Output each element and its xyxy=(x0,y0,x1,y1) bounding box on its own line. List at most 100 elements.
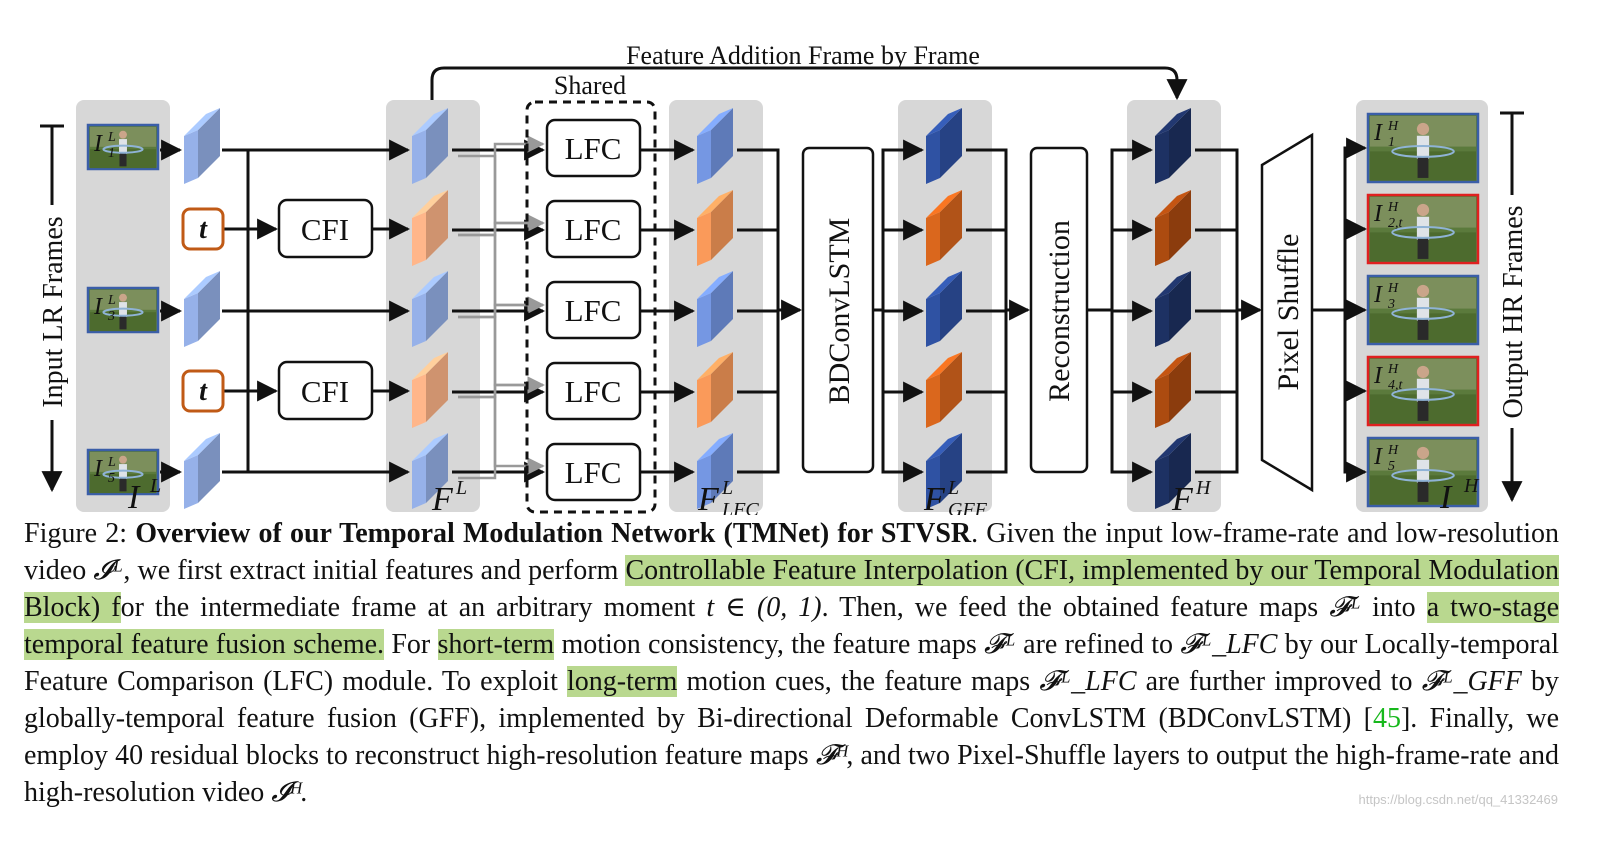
cfi-box-2: CFI xyxy=(277,360,374,421)
lfc-boxes: LFC LFC LFC LFC LFC xyxy=(545,118,642,502)
svg-text:1: 1 xyxy=(1388,135,1395,150)
hr-feature-cube xyxy=(1155,433,1191,509)
figure-caption: Figure 2: Overview of our Temporal Modul… xyxy=(24,518,1560,808)
svg-text:Output HR Frames: Output HR Frames xyxy=(1498,205,1529,418)
reconstruction-block: Reconstruction xyxy=(1029,146,1089,474)
svg-text:L: L xyxy=(947,477,959,499)
svg-text:LFC: LFC xyxy=(721,499,759,515)
wire xyxy=(1087,308,1154,483)
svg-text:I: I xyxy=(93,131,103,157)
svg-text:t: t xyxy=(199,376,208,407)
svg-text:GFF: GFF xyxy=(948,499,988,515)
wire xyxy=(873,308,925,483)
cfi-box-1: CFI xyxy=(277,198,374,259)
svg-text:I: I xyxy=(127,479,141,515)
svg-text:5: 5 xyxy=(108,471,115,486)
svg-text:1: 1 xyxy=(108,146,115,161)
svg-text:F: F xyxy=(1171,481,1194,515)
svg-text:3: 3 xyxy=(1387,297,1395,312)
svg-text:F: F xyxy=(431,481,454,515)
svg-text:CFI: CFI xyxy=(301,212,349,247)
lfc-box: LFC xyxy=(545,199,642,259)
feature-addition-arrow xyxy=(430,66,1188,101)
watermark: https://blog.csdn.net/qq_41332469 xyxy=(1358,792,1559,807)
lfc-feature-cube xyxy=(697,352,733,428)
highlight-long-term: long-term xyxy=(567,666,678,697)
svg-text:Pixel Shuffle: Pixel Shuffle xyxy=(1272,234,1305,391)
t-box-1: t xyxy=(181,207,225,251)
lfc-feature-cube xyxy=(697,271,733,347)
wire xyxy=(458,376,545,480)
svg-text:LFC: LFC xyxy=(565,131,622,166)
svg-text:F: F xyxy=(923,481,946,515)
svg-text:H: H xyxy=(1195,477,1212,499)
svg-text:Input LR Frames: Input LR Frames xyxy=(38,216,69,407)
svg-text:LFC: LFC xyxy=(565,293,622,328)
highlight-short-term: short-term xyxy=(437,629,555,660)
lfc-feature-cube xyxy=(697,433,733,509)
svg-text:CFI: CFI xyxy=(301,374,349,409)
citation-link[interactable]: 45 xyxy=(1372,703,1401,734)
feature-addition-label: Feature Addition Frame by Frame xyxy=(626,41,980,70)
svg-text:I: I xyxy=(93,294,103,320)
svg-text:H: H xyxy=(1463,475,1480,497)
feature-cube xyxy=(412,108,448,184)
svg-text:I: I xyxy=(1373,363,1383,389)
svg-text:BDConvLSTM: BDConvLSTM xyxy=(823,218,856,405)
caption-title: Overview of our Temporal Modulation Netw… xyxy=(135,518,972,549)
lfc-box: LFC xyxy=(545,361,642,421)
input-feature-cube xyxy=(184,271,220,347)
svg-text:H: H xyxy=(1387,443,1399,458)
pixel-shuffle-block: Pixel Shuffle xyxy=(1260,132,1314,493)
lfc-box: LFC xyxy=(545,442,642,502)
svg-text:3: 3 xyxy=(107,309,115,324)
svg-text:L: L xyxy=(149,475,161,497)
svg-text:LFC: LFC xyxy=(565,212,622,247)
svg-text:I: I xyxy=(1373,444,1383,470)
feature-cube xyxy=(412,352,448,428)
input-feature-cube xyxy=(184,108,220,184)
bdconvlstm-block: BDConvLSTM xyxy=(801,146,875,474)
group-label-output: I H xyxy=(1439,475,1480,515)
lfc-feature-cube xyxy=(697,190,733,266)
input-axis: Input LR Frames xyxy=(38,124,69,493)
t-box-2: t xyxy=(181,369,225,413)
gff-feature-cube xyxy=(926,271,962,347)
lfc-box: LFC xyxy=(545,280,642,340)
group-label-hr-features: F H xyxy=(1171,477,1212,515)
svg-text:H: H xyxy=(1387,362,1399,377)
svg-text:I: I xyxy=(1373,201,1383,227)
group-label-input: I L xyxy=(127,475,161,515)
svg-text:L: L xyxy=(721,477,733,499)
svg-text:L: L xyxy=(107,455,116,470)
shared-label: Shared xyxy=(554,71,626,100)
input-feature-cube xyxy=(184,433,220,509)
svg-text:F: F xyxy=(697,481,720,515)
gff-feature-cube xyxy=(926,352,962,428)
caption-prefix: Figure 2: xyxy=(24,518,136,549)
gff-feature-cube xyxy=(926,108,962,184)
svg-text:t: t xyxy=(199,214,208,245)
feature-cube xyxy=(412,433,448,509)
lfc-box: LFC xyxy=(545,118,642,178)
connection-wires xyxy=(160,135,1368,483)
svg-text:L: L xyxy=(455,477,467,499)
wire xyxy=(1313,308,1368,483)
hr-feature-cube xyxy=(1155,271,1191,347)
gff-feature-cube xyxy=(926,190,962,266)
lfc-feature-cube xyxy=(697,108,733,184)
feature-cubes xyxy=(184,108,1191,509)
hr-feature-cube xyxy=(1155,352,1191,428)
shared-dashed-box xyxy=(525,100,657,514)
svg-text:I: I xyxy=(1373,282,1383,308)
svg-text:LFC: LFC xyxy=(565,374,622,409)
group-label-gff: F L GFF xyxy=(923,477,988,515)
svg-text:5: 5 xyxy=(1388,459,1395,474)
